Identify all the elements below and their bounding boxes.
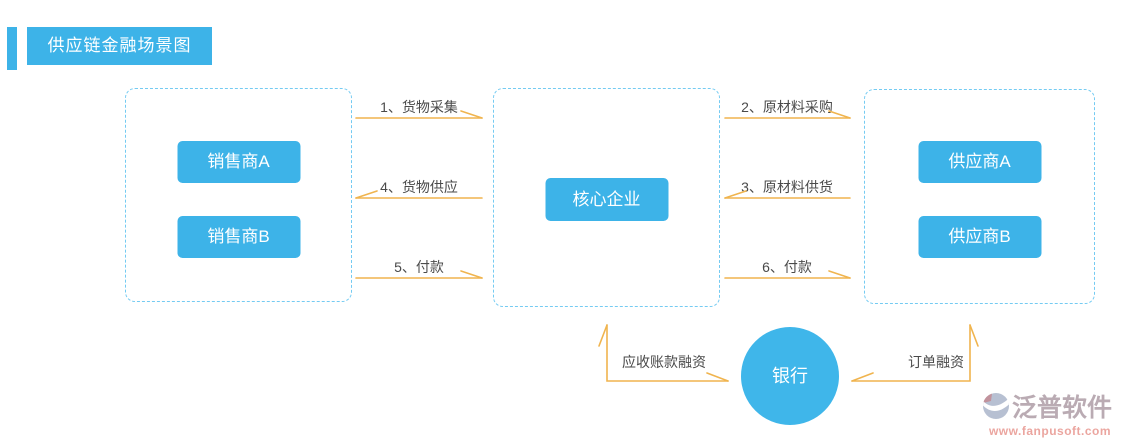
flow-label-payment-right: 6、付款 <box>762 259 812 275</box>
core-enterprise-box: 核心企业 <box>493 88 720 307</box>
flow-label-raw-material-purchase: 2、原材料采购 <box>741 99 833 115</box>
node-core-enterprise: 核心企业 <box>545 178 668 221</box>
node-seller-b: 销售商B <box>177 216 300 258</box>
bank-label-order-financing: 订单融资 <box>908 354 964 370</box>
flow-label-goods-supply: 4、货物供应 <box>380 179 458 195</box>
page-title: 供应链金融场景图 <box>27 27 212 65</box>
watermark: 泛普软件 www.fanpusoft.com <box>982 388 1118 438</box>
node-seller-a: 销售商A <box>177 141 300 183</box>
node-supplier-b: 供应商B <box>918 216 1041 258</box>
title-accent-bar <box>7 27 17 70</box>
node-bank: 银行 <box>741 327 839 425</box>
watermark-brand-text: 泛普软件 <box>1012 395 1113 422</box>
flow-label-goods-collection: 1、货物采集 <box>380 99 458 115</box>
fanpu-logo-icon <box>982 392 1010 420</box>
watermark-url-text: www.fanpusoft.com <box>988 424 1112 438</box>
flow-label-raw-material-supply: 3、原材料供货 <box>741 179 833 195</box>
node-supplier-a: 供应商A <box>918 141 1041 183</box>
flow-label-payment-left: 5、付款 <box>394 259 444 275</box>
suppliers-group-box: 供应商A 供应商B <box>864 89 1095 304</box>
sellers-group-box: 销售商A 销售商B <box>125 88 352 302</box>
bank-label-receivables-financing: 应收账款融资 <box>622 354 706 370</box>
